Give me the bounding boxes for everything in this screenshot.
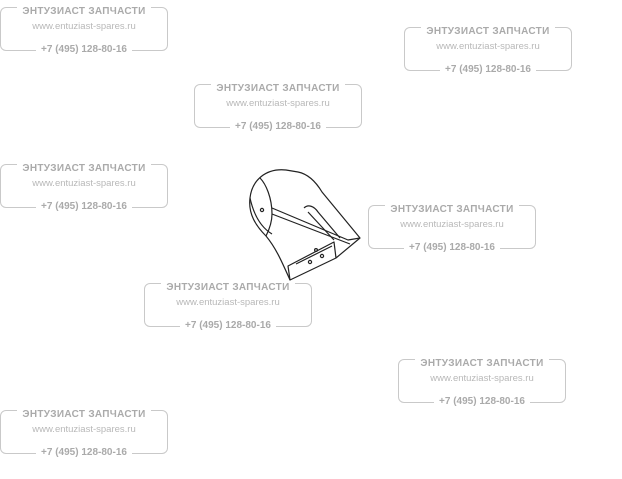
watermark-phone: +7 (495) 128-80-16 bbox=[434, 396, 530, 407]
watermark: ЭНТУЗИАСТ ЗАПЧАСТИ www.entuziast-spares.r… bbox=[144, 282, 312, 331]
watermark-phone: +7 (495) 128-80-16 bbox=[36, 44, 132, 55]
watermark: ЭНТУЗИАСТ ЗАПЧАСТИ www.entuziast-spares.r… bbox=[368, 204, 536, 253]
watermark-phone: +7 (495) 128-80-16 bbox=[440, 64, 536, 75]
watermark-title: ЭНТУЗИАСТ ЗАПЧАСТИ bbox=[385, 204, 519, 215]
watermark-url: www.entuziast-spares.ru bbox=[32, 424, 136, 435]
watermark-url: www.entuziast-spares.ru bbox=[400, 219, 504, 230]
watermark-url: www.entuziast-spares.ru bbox=[32, 178, 136, 189]
watermark-title: ЭНТУЗИАСТ ЗАПЧАСТИ bbox=[161, 282, 295, 293]
watermark: ЭНТУЗИАСТ ЗАПЧАСТИ www.entuziast-spares.r… bbox=[398, 358, 566, 407]
watermark-url: www.entuziast-spares.ru bbox=[430, 373, 534, 384]
watermark: ЭНТУЗИАСТ ЗАПЧАСТИ www.entuziast-spares.r… bbox=[0, 163, 168, 212]
watermark-url: www.entuziast-spares.ru bbox=[226, 98, 330, 109]
watermark-title: ЭНТУЗИАСТ ЗАПЧАСТИ bbox=[211, 83, 345, 94]
watermark-phone: +7 (495) 128-80-16 bbox=[230, 121, 326, 132]
part-drawing bbox=[249, 169, 361, 281]
watermark-title: ЭНТУЗИАСТ ЗАПЧАСТИ bbox=[415, 358, 549, 369]
watermark-phone: +7 (495) 128-80-16 bbox=[36, 447, 132, 458]
watermark-phone: +7 (495) 128-80-16 bbox=[404, 242, 500, 253]
watermark-title: ЭНТУЗИАСТ ЗАПЧАСТИ bbox=[421, 26, 555, 37]
watermark-phone: +7 (495) 128-80-16 bbox=[36, 201, 132, 212]
watermark: ЭНТУЗИАСТ ЗАПЧАСТИ www.entuziast-spares.r… bbox=[0, 409, 168, 458]
watermark-url: www.entuziast-spares.ru bbox=[32, 21, 136, 32]
watermark: ЭНТУЗИАСТ ЗАПЧАСТИ www.entuziast-spares.r… bbox=[404, 26, 572, 75]
watermark-phone: +7 (495) 128-80-16 bbox=[180, 320, 276, 331]
watermark-title: ЭНТУЗИАСТ ЗАПЧАСТИ bbox=[17, 409, 151, 420]
watermark-url: www.entuziast-spares.ru bbox=[176, 297, 280, 308]
watermark: ЭНТУЗИАСТ ЗАПЧАСТИ www.entuziast-spares.r… bbox=[0, 6, 168, 55]
watermark: ЭНТУЗИАСТ ЗАПЧАСТИ www.entuziast-spares.r… bbox=[194, 83, 362, 132]
watermark-title: ЭНТУЗИАСТ ЗАПЧАСТИ bbox=[17, 163, 151, 174]
watermark-url: www.entuziast-spares.ru bbox=[436, 41, 540, 52]
watermark-title: ЭНТУЗИАСТ ЗАПЧАСТИ bbox=[17, 6, 151, 17]
